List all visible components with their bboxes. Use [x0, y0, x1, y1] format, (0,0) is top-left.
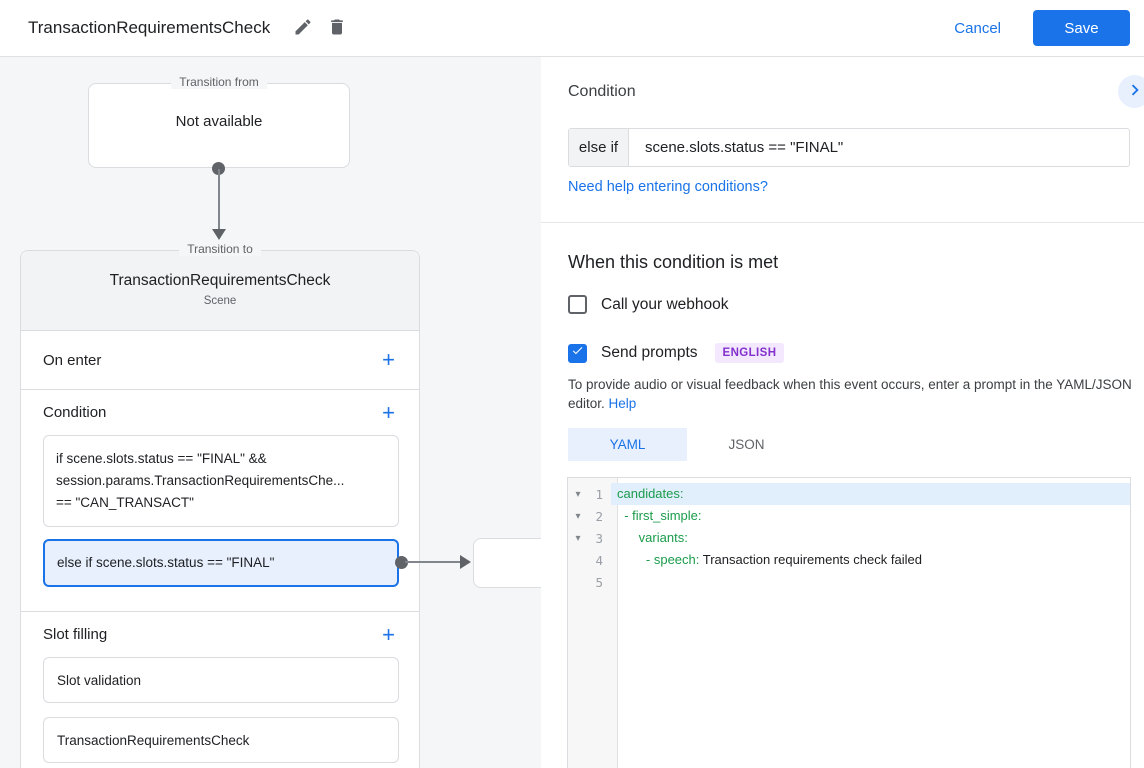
scene-card-header[interactable]: TransactionRequirementsCheck Scene — [21, 251, 419, 331]
code-editor[interactable]: ▾ 1 candidates: ▾ 2 - first_simple: ▾ 3 … — [567, 477, 1131, 768]
on-enter-label: On enter — [43, 351, 102, 369]
code-line: variants: — [611, 527, 1130, 549]
edit-scene-button[interactable] — [286, 11, 320, 45]
yaml-key: variants: — [617, 530, 688, 545]
editor-line[interactable]: ▾ 4 - speech: Transaction requirements c… — [568, 549, 1130, 571]
editor-tabs: YAML JSON — [568, 428, 806, 461]
line-number: 1 — [595, 486, 603, 502]
condition-item[interactable]: if scene.slots.status == "FINAL" && sess… — [43, 435, 399, 527]
arrow-right-icon — [460, 555, 471, 569]
line-number: 4 — [595, 552, 603, 568]
add-on-enter-button[interactable]: + — [382, 347, 395, 372]
condition-help-link[interactable]: Need help entering conditions? — [568, 179, 768, 195]
slot-filling-section: Slot filling + Slot validation Transacti… — [21, 612, 419, 768]
yaml-value: Transaction requirements check failed — [699, 552, 922, 567]
scene-card-subtitle: Scene — [203, 295, 237, 307]
transition-target-box[interactable] — [473, 538, 541, 588]
code-line: - speech: Transaction requirements check… — [611, 549, 1130, 571]
condition-item-line: == "CAN_TRANSACT" — [56, 495, 194, 510]
slot-item[interactable]: TransactionRequirementsCheck — [43, 717, 399, 763]
language-badge: ENGLISH — [714, 343, 785, 363]
flow-canvas: Transition from Not available Transition… — [0, 57, 541, 768]
connector-line — [218, 169, 220, 231]
connector-dot — [212, 162, 225, 175]
connector-dot — [395, 556, 408, 569]
save-button[interactable]: Save — [1033, 10, 1130, 46]
page-title: TransactionRequirementsCheck — [28, 18, 271, 37]
top-bar: TransactionRequirementsCheck Cancel Save — [0, 0, 1144, 57]
webhook-row: Call your webhook — [568, 295, 729, 314]
condition-item[interactable]: else if scene.slots.status == "FINAL" — [43, 539, 399, 587]
yaml-key: - speech: — [617, 552, 700, 567]
condition-panel: Condition else if Need help entering con… — [541, 57, 1144, 768]
slot-item[interactable]: Slot validation — [43, 657, 399, 703]
webhook-label: Call your webhook — [601, 295, 729, 313]
condition-input-group: else if — [568, 128, 1130, 167]
editor-rows: ▾ 1 candidates: ▾ 2 - first_simple: ▾ 3 … — [568, 478, 1130, 593]
transition-from-value: Not available — [175, 113, 263, 130]
transition-from-box[interactable]: Transition from Not available — [88, 75, 350, 168]
transition-to-legend: Transition to — [179, 242, 261, 256]
connector-line — [405, 561, 461, 563]
transition-from-legend: Transition from — [171, 75, 267, 89]
checkmark-icon — [571, 344, 584, 362]
section-divider — [541, 222, 1144, 223]
editor-gutter — [568, 478, 618, 768]
scene-card-title: TransactionRequirementsCheck — [109, 272, 331, 289]
chevron-right-icon — [1124, 79, 1144, 104]
send-prompts-checkbox[interactable] — [568, 343, 587, 363]
panel-heading: Condition — [568, 83, 636, 100]
line-number: 3 — [595, 530, 603, 546]
scene-card: Transition to TransactionRequirementsChe… — [20, 242, 420, 768]
line-number: 5 — [595, 574, 603, 590]
condition-section: Condition + if scene.slots.status == "FI… — [21, 390, 419, 612]
slot-filling-section-head: Slot filling + — [21, 612, 419, 657]
condition-item-line: else if scene.slots.status == "FINAL" — [57, 555, 275, 570]
help-link[interactable]: Help — [608, 396, 637, 411]
pencil-icon — [293, 17, 313, 40]
webhook-checkbox[interactable] — [568, 295, 587, 314]
editor-line[interactable]: ▾ 1 candidates: — [568, 483, 1130, 505]
fold-arrow-icon[interactable]: ▾ — [575, 532, 581, 544]
editor-line[interactable]: ▾ 3 variants: — [568, 527, 1130, 549]
delete-scene-button[interactable] — [320, 11, 354, 45]
yaml-key: candidates: — [617, 486, 684, 501]
content-area: Transition from Not available Transition… — [0, 57, 1144, 768]
line-number: 2 — [595, 508, 603, 524]
fold-arrow-icon[interactable]: ▾ — [575, 488, 581, 500]
code-line: - first_simple: — [611, 505, 1130, 527]
condition-label: Condition — [43, 404, 107, 421]
add-condition-button[interactable]: + — [382, 399, 395, 425]
code-line — [611, 571, 1130, 593]
condition-section-head: Condition + — [21, 390, 419, 435]
condition-item-line: session.params.TransactionRequirementsCh… — [56, 473, 345, 488]
slot-filling-label: Slot filling — [43, 626, 108, 643]
send-prompts-label: Send prompts — [601, 344, 698, 361]
when-met-heading: When this condition is met — [568, 252, 779, 272]
editor-line[interactable]: ▾ 2 - first_simple: — [568, 505, 1130, 527]
condition-item-line: if scene.slots.status == "FINAL" && — [56, 451, 267, 466]
code-line: candidates: — [611, 483, 1130, 505]
yaml-key: - first_simple: — [617, 508, 702, 523]
fold-arrow-icon[interactable]: ▾ — [575, 510, 581, 522]
on-enter-row: On enter + — [21, 331, 419, 390]
send-prompts-row: Send prompts ENGLISH — [568, 343, 785, 363]
condition-expression-input[interactable] — [629, 129, 1129, 166]
arrow-down-icon — [212, 229, 226, 240]
prompts-description: To provide audio or visual feedback when… — [568, 375, 1134, 413]
cancel-button[interactable]: Cancel — [942, 12, 1013, 45]
editor-line[interactable]: ▾ 5 — [568, 571, 1130, 593]
collapse-panel-button[interactable] — [1118, 75, 1144, 108]
condition-prefix: else if — [569, 129, 629, 166]
tab-json[interactable]: JSON — [687, 428, 806, 461]
tab-yaml[interactable]: YAML — [568, 428, 687, 461]
prompts-description-text: To provide audio or visual feedback when… — [568, 377, 1132, 411]
trash-icon — [327, 17, 347, 40]
add-slot-button[interactable]: + — [382, 621, 395, 647]
